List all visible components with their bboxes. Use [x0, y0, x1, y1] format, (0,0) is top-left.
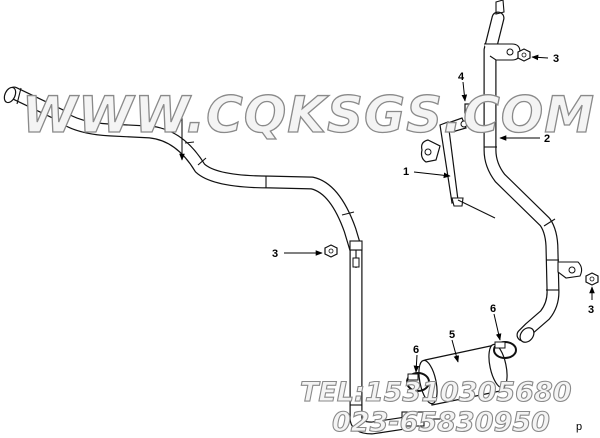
- pipe-clip-lower-right: [557, 261, 583, 279]
- mounting-bolt: [460, 103, 475, 128]
- figure-number: p: [576, 421, 582, 433]
- left-fuel-pipe: [3, 86, 419, 435]
- callout-2: 2: [544, 133, 550, 145]
- callout-6-left: 6: [413, 344, 419, 356]
- watermark-url: WWW.CQKSGS.COM: [22, 86, 595, 144]
- watermark-phone: 023-65830950: [332, 407, 550, 438]
- nut-left: [324, 244, 338, 258]
- callout-3-upper-right: 3: [553, 53, 559, 65]
- leader-lines: [179, 54, 595, 373]
- callout-5: 5: [449, 329, 455, 341]
- right-fuel-pipe: [483, 0, 560, 343]
- callout-6-right: 6: [490, 303, 496, 315]
- callout-3-lower-right: 3: [588, 304, 594, 316]
- pipe-fitting-lower: [401, 411, 440, 427]
- callout-1: 1: [403, 166, 409, 178]
- hose-clamp-right: [493, 341, 517, 359]
- hose-clamp-left: [406, 372, 430, 392]
- callout-3-left: 3: [272, 248, 278, 260]
- nut-upper-right: [517, 48, 531, 62]
- pipe-clip-left: [349, 240, 363, 268]
- watermark-tel: TEL:15310305680: [300, 377, 572, 408]
- nut-lower-right: [585, 272, 599, 286]
- support-bracket: [420, 117, 496, 219]
- callout-4: 4: [458, 71, 465, 83]
